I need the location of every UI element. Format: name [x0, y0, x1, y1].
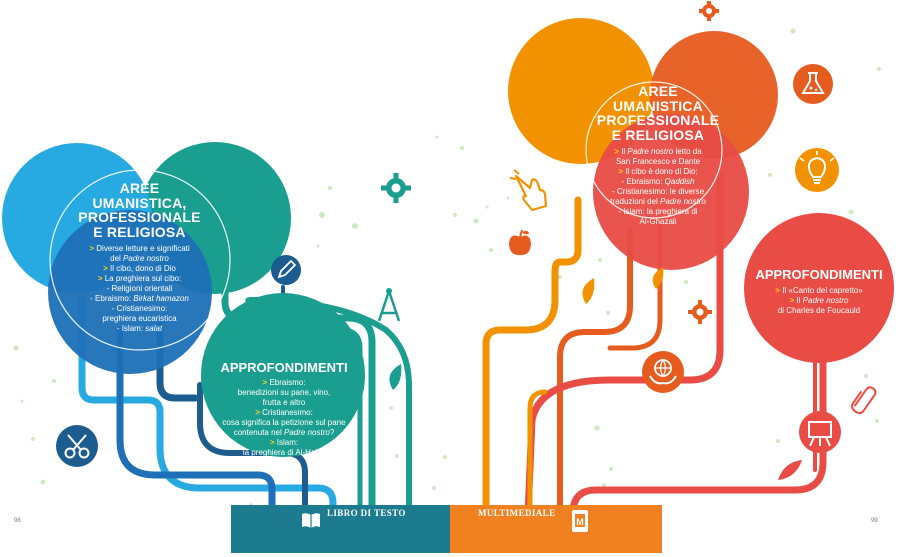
- right-circles: [508, 18, 894, 363]
- right-deep-items: > Il «Canto del capretto»> Il Padre nost…: [746, 286, 892, 316]
- left-main-item-line: - Ebraismo: Birkat hamazon: [90, 293, 189, 303]
- lightbulb-icon: [795, 148, 839, 192]
- globe-hands-icon: [642, 351, 684, 393]
- left-deep-title: APPROFONDIMENTI: [220, 360, 348, 375]
- left-main-item-line: > La preghiera sul cibo:: [97, 273, 182, 283]
- right-main-item-line: - Islam: la preghiera di: [618, 206, 698, 216]
- footer-tabs: M: [231, 505, 662, 553]
- left-main-item-line: - Religioni orientali: [106, 283, 173, 293]
- compass-icon: [377, 288, 401, 322]
- right-main-item-line: > Il Padre nostro letto da: [614, 146, 702, 156]
- right-main-title-line: PROFESSIONALE: [596, 112, 720, 129]
- left-deep-item-line: frutta e altro: [262, 397, 306, 407]
- libro-di-testo-tab[interactable]: LIBRO DI TESTO: [327, 508, 406, 518]
- left-deep-item-line: benedizioni su pane, vino,: [237, 387, 331, 397]
- leaf-icon: [652, 267, 664, 289]
- left-deep-item-line: contenuta nel Padre nostro?: [233, 427, 335, 437]
- pencil-icon: [271, 255, 301, 285]
- book-icon: [302, 513, 320, 528]
- right-main-title-line: UMANISTICA: [613, 97, 703, 114]
- leaf-icon: [389, 364, 402, 390]
- left-main-item-line: > Diverse letture e significati: [89, 243, 190, 253]
- right-main-item-line: San Francesco e Dante: [615, 156, 701, 166]
- leaf-icon: [778, 460, 802, 480]
- left-main-item-line: - Cristianesimo:: [111, 303, 168, 313]
- apple-icon: [509, 229, 531, 256]
- easel-icon: [799, 411, 841, 453]
- leaf-icon: [582, 278, 595, 304]
- left-deep-item-line: > Ebraismo:: [262, 377, 306, 387]
- right-deep-item-line: > Il «Canto del capretto»: [775, 285, 863, 295]
- left-main-title-line: E RELIGIOSA: [93, 224, 186, 241]
- scissors-icon: [56, 425, 98, 467]
- right-main-item-line: - Cristianesimo: le diverse: [611, 186, 705, 196]
- right-main-item-line: traduzioni del Padre nostro: [610, 196, 706, 206]
- right-deep-item-line: > Il Padre nostro: [789, 295, 849, 305]
- right-branches: [482, 171, 827, 519]
- left-circles: [2, 142, 365, 457]
- left-deep-item-line: > Cristianesimo:: [255, 407, 313, 417]
- left-deep-items: > Ebraismo:benedizioni su pane, vino,fru…: [204, 378, 364, 458]
- right-main-item-line: - Ebraismo: Qaddish: [621, 176, 695, 186]
- tablet-icon: M: [572, 510, 588, 532]
- left-main-item-line: - Islam: salat: [116, 323, 163, 333]
- right-main-title-line: AREE: [638, 83, 678, 99]
- right-deep-block: APPROFONDIMENTI > Il «Canto del capretto…: [746, 268, 892, 316]
- gear-icon: [699, 1, 719, 21]
- left-main-item-line: > Il cibo, dono di Dio: [103, 263, 176, 273]
- paperclip-icon: [851, 386, 877, 415]
- page-number-right: 99: [871, 518, 878, 524]
- right-main-item-line: > Il cibo è dono di Dio:: [618, 166, 698, 176]
- svg-text:M: M: [576, 517, 584, 527]
- left-deep-item-line: > Islam:: [269, 437, 299, 447]
- right-main-title-line: E RELIGIOSA: [611, 127, 705, 144]
- left-main-item-line: del Padre nostro: [110, 253, 169, 263]
- multimediale-tab[interactable]: MULTIMEDIALE: [478, 508, 556, 518]
- hand-cursor-icon: [509, 169, 548, 212]
- right-deep-title: APPROFONDIMENTI: [755, 267, 883, 282]
- left-deep-item-line: cosa significa la petizione sul pane: [222, 417, 346, 427]
- decorative-dots: [13, 28, 881, 507]
- left-main-title-line: PROFESSIONALE: [78, 209, 201, 226]
- left-deep-item-line: la preghiera di Al-Hallaj: [242, 447, 326, 457]
- left-main-title-line: UMANISTICA,: [92, 194, 187, 211]
- right-deep-item-line: di Charles de Foucauld: [777, 305, 861, 315]
- gear-icon: [381, 173, 411, 203]
- left-main-title-line: AREE: [119, 180, 160, 196]
- left-main-item-line: preghiera eucaristica: [102, 313, 177, 323]
- left-deep-block: APPROFONDIMENTI > Ebraismo:benedizioni s…: [204, 361, 364, 458]
- page-number-left: 98: [14, 518, 21, 524]
- gear-icon: [688, 300, 712, 324]
- flask-icon: [793, 64, 833, 104]
- right-main-item-line: Al-Ghazali: [639, 216, 677, 226]
